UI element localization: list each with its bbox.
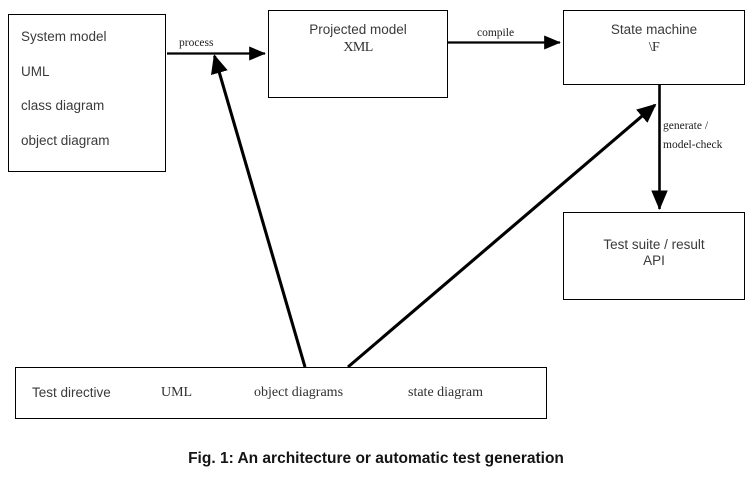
node-state-machine[interactable]: State machine \F <box>563 10 745 85</box>
node-state-machine-title: State machine <box>610 22 698 37</box>
node-system-model-line-3: class diagram <box>21 98 105 113</box>
node-system-model-line-2: UML <box>21 64 50 79</box>
node-projected-model[interactable]: Projected model XML <box>268 10 448 98</box>
bar-cell-state-diagram: state diagram <box>408 385 484 400</box>
edge-label-model-check: model-check <box>663 139 723 151</box>
edge-test-directive-to-generate-arrow <box>346 103 657 369</box>
node-test-suite-subtitle: API <box>643 253 665 268</box>
node-test-directive-bar[interactable]: Test directive UML object diagrams state… <box>15 367 547 419</box>
node-system-model-line-4: object diagram <box>21 133 110 148</box>
node-projected-model-subtitle: XML <box>343 40 373 55</box>
node-system-model-line-1: System model <box>21 29 107 44</box>
node-projected-model-title: Projected model <box>309 22 407 37</box>
node-test-suite-title: Test suite / result <box>603 237 705 252</box>
bar-cell-object-diagrams: object diagrams <box>254 385 344 400</box>
node-system-model[interactable]: System model UML class diagram object di… <box>8 14 166 172</box>
edge-label-compile: compile <box>477 27 515 39</box>
edge-label-process: process <box>179 37 214 49</box>
bar-cell-test-directive: Test directive <box>32 385 111 400</box>
node-state-machine-subtitle: \F <box>648 40 660 55</box>
bar-cell-uml: UML <box>161 385 193 400</box>
edge-label-generate: generate / <box>663 120 709 132</box>
figure-caption: Fig. 1: An architecture or automatic tes… <box>188 450 564 467</box>
node-test-suite[interactable]: Test suite / result API <box>563 212 745 300</box>
edge-test-directive-to-process-arrow <box>211 54 307 368</box>
